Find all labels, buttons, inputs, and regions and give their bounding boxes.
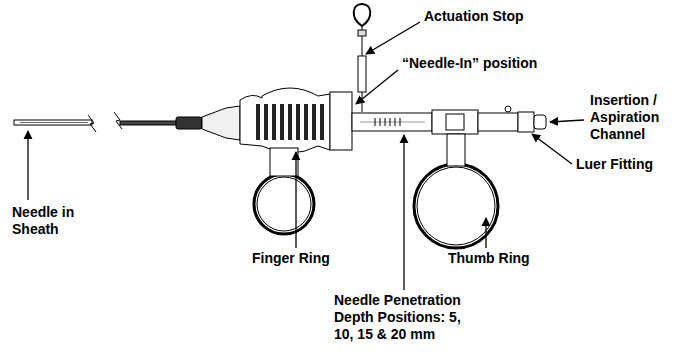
label-text: “Needle-In” position	[402, 55, 537, 71]
label-text: Needle Penetration Depth Positions: 5, 1…	[334, 292, 461, 342]
callout-label: Actuation Stop	[424, 8, 564, 25]
callout-label: Finger Ring	[252, 250, 352, 267]
label-text: Thumb Ring	[448, 250, 530, 266]
grip-ridge	[312, 104, 316, 140]
grip-ridge	[304, 104, 308, 140]
label-text: Insertion / Aspiration Channel	[590, 92, 659, 142]
callout-label: Needle in Sheath	[12, 204, 92, 238]
callout-label: Insertion / Aspiration Channel	[590, 92, 686, 143]
label-text: Needle in Sheath	[12, 204, 74, 237]
grip-ridge	[272, 104, 276, 140]
callout-label: Needle Penetration Depth Positions: 5, 1…	[334, 292, 484, 343]
callout-label: Luer Fitting	[576, 156, 676, 173]
label-text: Luer Fitting	[576, 156, 653, 172]
label-text: Actuation Stop	[424, 8, 524, 24]
injector-drawing	[14, 4, 546, 248]
grip-ridge	[280, 104, 284, 140]
label-text: Finger Ring	[252, 250, 330, 266]
grip-ridge	[320, 104, 324, 140]
grip-ridge	[296, 104, 300, 140]
callout-label: “Needle-In” position	[402, 55, 572, 72]
leader-arrows	[28, 22, 584, 290]
grip-ridge	[288, 104, 292, 140]
callout-label: Thumb Ring	[448, 250, 548, 267]
grip-ridge	[264, 104, 268, 140]
grip-ridge	[256, 104, 260, 140]
